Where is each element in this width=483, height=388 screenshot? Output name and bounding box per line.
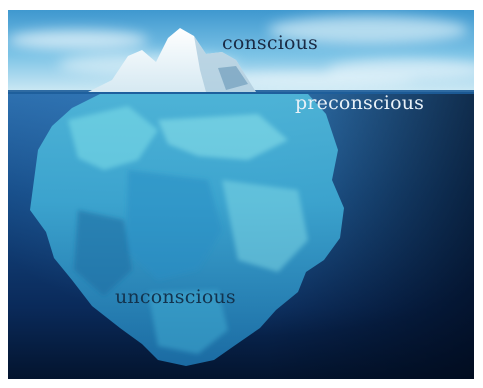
conscious-label: conscious — [222, 32, 318, 54]
preconscious-label: preconscious — [295, 92, 424, 114]
unconscious-label: unconscious — [115, 286, 236, 308]
iceberg-image-frame: conscious preconscious unconscious — [8, 10, 474, 379]
iceberg-scene — [8, 10, 474, 379]
